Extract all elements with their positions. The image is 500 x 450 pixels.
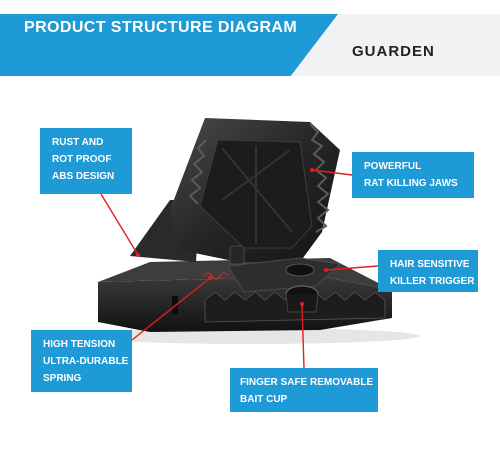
trap-shadow [80, 328, 420, 344]
callout-spring-line-1: HIGH TENSION [43, 339, 116, 350]
leader-dot-trigger [324, 268, 328, 272]
leader-bait [301, 303, 305, 369]
callout-trigger-line-2: KILLER TRIGGER [390, 276, 475, 287]
leader-dot-jaws [310, 168, 314, 172]
callout-bait-line-1: FINGER SAFE REMOVABLE [240, 377, 374, 388]
callout-jaws-line-2: RAT KILLING JAWS [364, 178, 458, 189]
leader-rust [100, 193, 139, 256]
callout-rust-line-3: ABS DESIGN [52, 171, 115, 182]
leader-dot-spring [208, 276, 212, 280]
callout-bait-cup: FINGER SAFE REMOVABLE BAIT CUP [230, 368, 378, 412]
trap-trigger-hole [285, 263, 315, 277]
callout-trigger: HAIR SENSITIVE KILLER TRIGGER [378, 250, 478, 292]
callout-trigger-line-1: HAIR SENSITIVE [390, 259, 470, 270]
page-title: PRODUCT STRUCTURE DIAGRAM [24, 19, 298, 36]
trap-lid-teeth-left [188, 139, 207, 205]
callout-jaws-line-1: POWERFUL [364, 161, 422, 172]
leader-endpoints [136, 168, 328, 306]
callout-spring: HIGH TENSION ULTRA-DURABLE SPRING [31, 330, 132, 392]
callout-spring-line-3: SPRING [43, 373, 82, 384]
callout-killing-jaws: POWERFUL RAT KILLING JAWS [352, 152, 474, 198]
callout-bait-line-2: BAIT CUP [240, 394, 288, 405]
callout-rust-line-2: ROT PROOF [52, 154, 112, 165]
leader-dot-bait [300, 302, 304, 306]
brand-logo: GUARDEN [352, 43, 435, 60]
leader-lines [100, 169, 379, 369]
callout-rust-line-1: RUST AND [52, 137, 104, 148]
leader-spring [131, 277, 211, 341]
leader-trigger [325, 265, 379, 271]
callout-spring-line-2: ULTRA-DURABLE [43, 356, 129, 367]
callout-rust-proof: RUST AND ROT PROOF ABS DESIGN [40, 128, 132, 194]
trap-lid-teeth-right [309, 123, 330, 233]
trap-trigger-pin [229, 245, 245, 265]
leader-dot-rust [136, 253, 140, 257]
leader-jaws [311, 169, 353, 176]
trap-lid-ribs [221, 146, 293, 244]
trap-spring [203, 272, 229, 280]
title-banner [0, 14, 338, 76]
